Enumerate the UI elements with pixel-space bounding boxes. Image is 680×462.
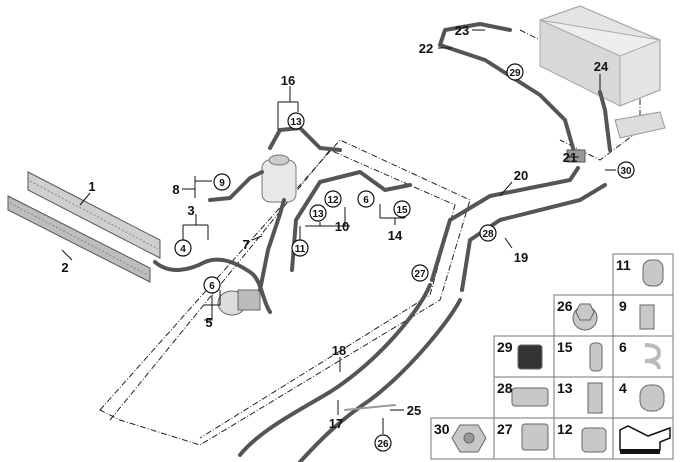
parts-grid	[430, 253, 674, 460]
callout-17: 17	[329, 416, 343, 431]
callout-21: 21	[563, 150, 577, 165]
connector-icon	[566, 149, 586, 163]
callout-15: 15	[396, 205, 408, 216]
callout-10: 10	[335, 219, 349, 234]
grid-label-26: 26	[557, 298, 573, 314]
grid-label-11: 11	[616, 257, 631, 273]
grid-label-27: 27	[497, 421, 513, 437]
callout-13: 13	[312, 209, 324, 220]
grid-label-6: 6	[619, 339, 627, 355]
callout-27: 27	[414, 269, 426, 280]
callout-25: 25	[407, 403, 421, 418]
grid-label-4: 4	[619, 380, 627, 396]
grid-label-12: 12	[557, 421, 573, 437]
grid-label-9: 9	[619, 298, 627, 314]
grid-label-15: 15	[557, 339, 573, 355]
grid-label-28: 28	[497, 380, 513, 396]
callout-6-right: 6	[363, 195, 369, 206]
callout-9: 9	[219, 178, 225, 189]
callout-7: 7	[242, 237, 249, 252]
callout-28: 28	[482, 229, 494, 240]
callout-24: 24	[594, 59, 609, 74]
expansion-tank-icon	[261, 154, 297, 203]
callout-29: 29	[509, 68, 521, 79]
callout-2: 2	[61, 260, 68, 275]
callout-3: 3	[187, 203, 194, 218]
callout-13-top: 13	[290, 117, 302, 128]
callout-30: 30	[620, 166, 632, 177]
callout-19: 19	[514, 250, 528, 265]
radiator-icon	[7, 171, 161, 283]
callout-16: 16	[281, 73, 295, 88]
callout-14: 14	[388, 228, 403, 243]
grid-label-29: 29	[497, 339, 513, 355]
callout-20: 20	[514, 168, 528, 183]
battery-icon	[539, 5, 666, 139]
callout-11: 11	[295, 244, 306, 255]
callout-26: 26	[377, 439, 389, 450]
callout-6: 6	[209, 281, 215, 292]
grid-label-13: 13	[557, 380, 573, 396]
callout-4: 4	[180, 244, 186, 255]
assembly-boundary-inner	[109, 149, 456, 439]
callout-23: 23	[455, 23, 469, 38]
assembly-boundary	[99, 139, 471, 446]
callout-18: 18	[332, 343, 346, 358]
callout-5: 5	[205, 315, 212, 330]
callout-1: 1	[88, 179, 95, 194]
grid-label-30: 30	[434, 421, 450, 437]
pump-icon	[217, 289, 261, 316]
leader-lines	[61, 29, 616, 434]
direction-arrow-icon	[619, 425, 671, 451]
circled-callouts	[174, 63, 635, 452]
callout-22: 22	[419, 41, 433, 56]
callout-12: 12	[327, 195, 339, 206]
hose-icon	[153, 22, 612, 462]
callout-8: 8	[172, 182, 179, 197]
